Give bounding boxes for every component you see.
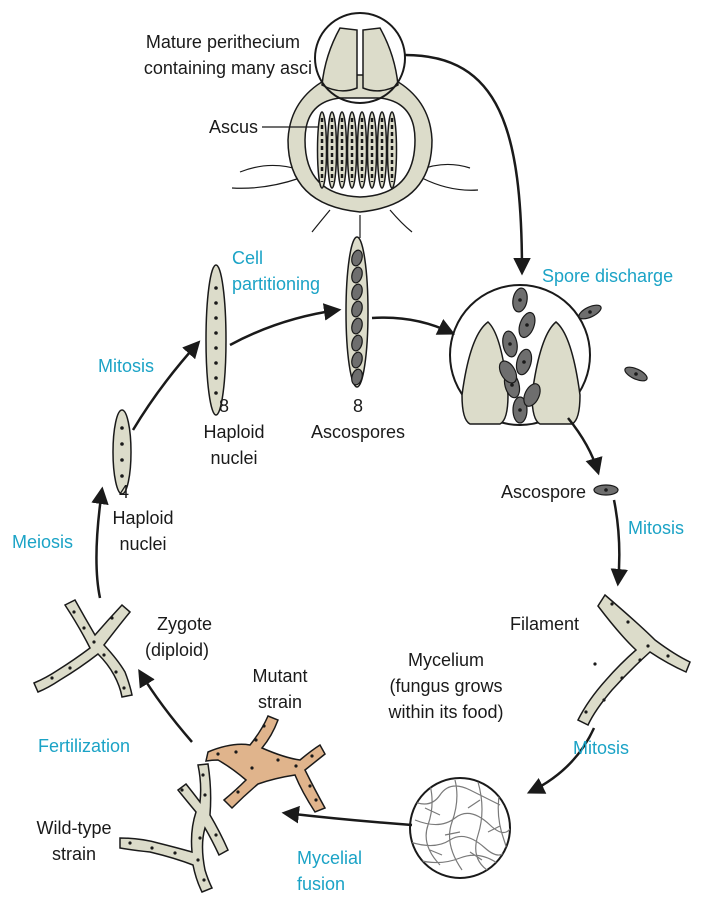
label-wild-line2: strain: [52, 844, 96, 864]
label-eight-haploid-line1: Haploid: [203, 422, 264, 442]
process-spore-discharge: Spore discharge: [542, 266, 673, 286]
ascospores-ascus: [346, 237, 368, 387]
arrow-to-four-nuclei: [96, 490, 102, 598]
label-eight-haploid-num: 8: [219, 396, 229, 416]
process-cell-partitioning-line1: Cell: [232, 248, 263, 268]
mutant-strain-hypha: [206, 716, 325, 812]
process-meiosis: Meiosis: [12, 532, 73, 552]
arrow-to-strains: [285, 813, 412, 825]
label-mutant-line1: Mutant: [252, 666, 307, 686]
eight-nuclei-cell: [206, 265, 226, 415]
label-eight-top: 8: [353, 396, 363, 416]
label-four-haploid-line1: Haploid: [112, 508, 173, 528]
filament-hypha: [578, 595, 690, 725]
label-wild-line1: Wild-type: [36, 818, 111, 838]
process-mitosis-right-top: Mitosis: [628, 518, 684, 538]
process-cell-partitioning-line2: partitioning: [232, 274, 320, 294]
arrow-to-zygote: [140, 672, 192, 742]
process-mycelial-fusion-line2: fusion: [297, 874, 345, 894]
label-ascospores: Ascospores: [311, 422, 405, 442]
mycelium-illustration: [410, 778, 515, 878]
label-mycelium-line1: Mycelium: [408, 650, 484, 670]
spore-discharge-illustration: [450, 285, 649, 425]
label-ascospore: Ascospore: [501, 482, 586, 502]
process-mitosis-left: Mitosis: [98, 356, 154, 376]
arrow-to-ascospores: [230, 310, 338, 345]
label-eight-haploid-line2: nuclei: [210, 448, 257, 468]
label-perithecium-line1: Mature perithecium: [146, 32, 300, 52]
zygote-hypha: [34, 600, 132, 697]
process-mitosis-right-bottom: Mitosis: [573, 738, 629, 758]
label-ascus: Ascus: [209, 117, 258, 137]
process-fertilization: Fertilization: [38, 736, 130, 756]
label-filament: Filament: [510, 614, 579, 634]
label-four-haploid-line2: nuclei: [119, 534, 166, 554]
arrow-to-filament: [614, 500, 619, 583]
label-zygote-line2: (diploid): [145, 640, 209, 660]
label-perithecium-line2: containing many asci: [144, 58, 312, 78]
label-zygote-line1: Zygote: [157, 614, 212, 634]
arrow-ascospores-to-discharge: [372, 318, 452, 333]
arrow-to-ascospore: [568, 418, 598, 472]
label-mycelium-line3: within its food): [387, 702, 503, 722]
process-mycelial-fusion-line1: Mycelial: [297, 848, 362, 868]
single-ascospore: [594, 485, 618, 495]
label-four-haploid-num: 4: [119, 482, 129, 502]
label-mutant-line2: strain: [258, 692, 302, 712]
wild-type-strain-hypha: [120, 764, 228, 892]
label-mycelium-line2: (fungus grows: [389, 676, 502, 696]
